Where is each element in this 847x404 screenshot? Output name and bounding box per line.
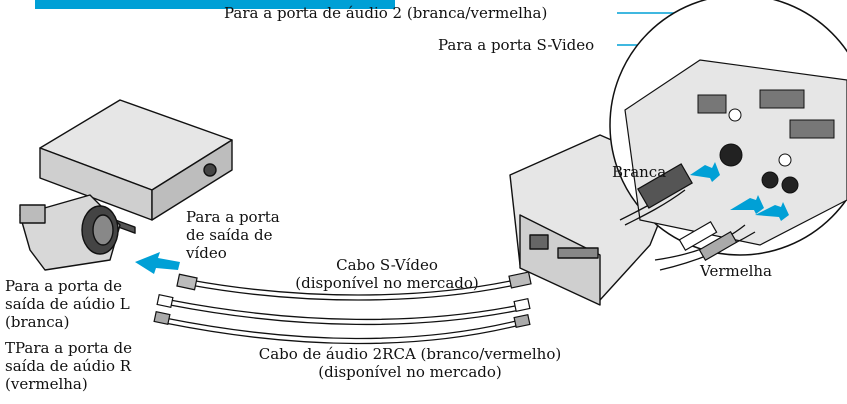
port-arrows (690, 162, 789, 221)
label-audio-R-line2: saída de aúdio R (5, 357, 132, 375)
rca-plugs-projector (678, 220, 738, 262)
label-audio-L-line1: Para a porta de (5, 277, 122, 295)
header-accent-bar (35, 0, 395, 9)
svideo-plug-right (508, 271, 532, 289)
rca-plugs-right (513, 297, 531, 329)
svideo-plug-left (176, 273, 198, 291)
label-video-out-line2: de saída de (186, 226, 273, 244)
label-svideo-cable-line2: (disponível no mercado) (295, 274, 479, 292)
arrow-to-camcorder (135, 252, 180, 274)
label-rca-cable-line2: (disponível no mercado) (318, 363, 502, 381)
label-audio-R-line3: (vermelha) (5, 375, 88, 393)
label-red: Vermelha (700, 262, 773, 280)
label-audio-L-line3: (branca) (5, 313, 70, 331)
rca-plugs-left (153, 293, 174, 326)
label-svideo-port: Para a porta S-Video (438, 36, 595, 54)
label-white: Branca (612, 163, 667, 181)
label-video-out-line3: vídeo (186, 244, 227, 262)
label-audio-R-line1: TPara a porta de (5, 339, 132, 357)
vcr-icon (39, 99, 233, 234)
label-audio2-port: Para a porta de áudio 2 (branca/vermelha… (224, 4, 548, 22)
label-audio-L-line2: saída de aúdio L (5, 295, 130, 313)
zoom-inset (609, 0, 847, 256)
label-video-out-line1: Para a porta (186, 208, 280, 226)
label-svideo-cable-line1: Cabo S-Vídeo (336, 256, 438, 274)
label-rca-cable-line1: Cabo de áudio 2RCA (branco/vermelho) (258, 345, 562, 363)
camcorder-icon (19, 194, 121, 271)
svideo-plug-projector (637, 163, 693, 209)
